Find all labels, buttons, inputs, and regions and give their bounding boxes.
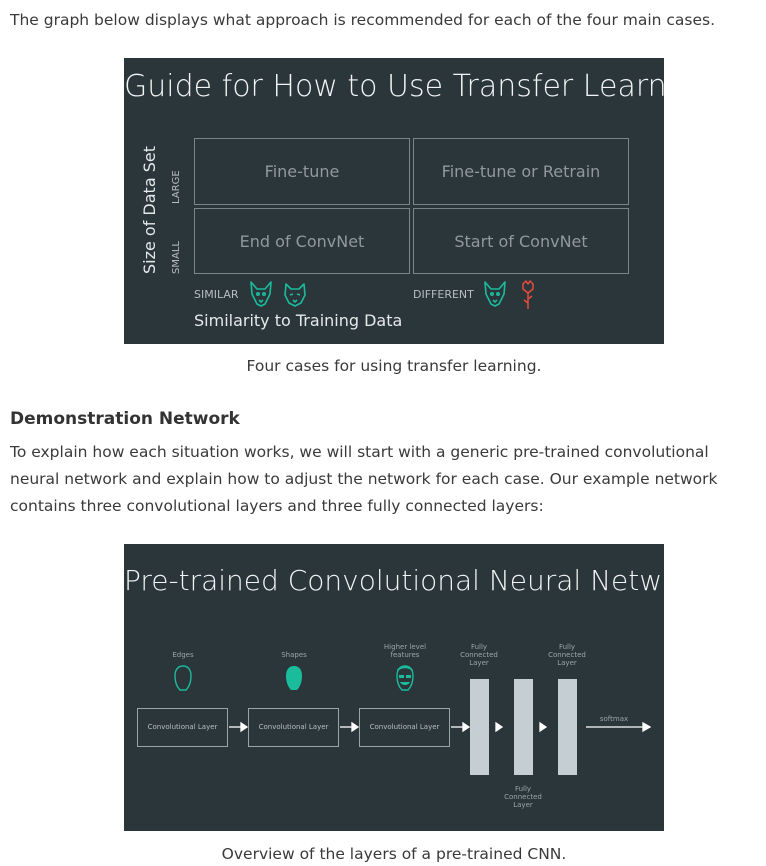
fc-label-1: Fully Connected Layer (460, 643, 498, 667)
fc-label-3: Fully Connected Layer (548, 643, 586, 667)
conv-layer-2: Convolutional Layer (248, 708, 339, 747)
cell-small-similar: End of ConvNet (194, 208, 410, 274)
figure-caption: Four cases for using transfer learning. (246, 357, 542, 375)
intro-paragraph: The graph below displays what approach i… (10, 11, 716, 29)
y-label-small: SMALL (171, 241, 182, 274)
feature-label-higher: Higher level features (383, 643, 427, 659)
wolf-icon (284, 283, 306, 307)
conv-layer-1: Convolutional Layer (137, 708, 228, 747)
rose-icon (522, 280, 534, 309)
figure-caption: Overview of the layers of a pre-trained … (221, 845, 567, 863)
figure-title: Pre-trained Convolutional Neural Network (124, 564, 664, 597)
fc-layer-3 (558, 679, 577, 775)
softmax-label: softmax (599, 715, 629, 723)
fc-layer-2 (514, 679, 533, 775)
y-label-large: LARGE (171, 170, 182, 204)
feature-label-shapes: Shapes (281, 651, 307, 659)
network-arrows (229, 721, 652, 733)
cnn-overview-figure: Pre-trained Convolutional Neural Network… (124, 544, 664, 831)
demo-paragraph: To explain how each situation works, we … (10, 443, 718, 515)
fc-layer-1 (470, 679, 489, 775)
transfer-learning-guide-figure: Guide for How to Use Transfer Learning S… (124, 58, 664, 344)
cell-large-different: Fine-tune or Retrain (413, 138, 629, 205)
cell-small-different: Start of ConvNet (413, 208, 629, 274)
head-filled-icon (286, 666, 302, 690)
conv-layer-3: Convolutional Layer (359, 708, 450, 747)
x-label-different: DIFFERENT (413, 288, 474, 301)
dog-icon (250, 281, 272, 307)
face-features-icon (396, 665, 414, 691)
x-label-similar: SIMILAR (194, 288, 239, 301)
x-axis-label: Similarity to Training Data (194, 311, 403, 330)
dog-icon (484, 281, 506, 307)
figure-title: Guide for How to Use Transfer Learning (124, 69, 664, 104)
feature-label-edges: Edges (172, 651, 194, 659)
fc-label-2: Fully Connected Layer (504, 785, 542, 809)
head-outline-icon (174, 665, 192, 691)
y-axis-label: Size of Data Set (140, 146, 159, 274)
cell-large-similar: Fine-tune (194, 138, 410, 205)
section-heading: Demonstration Network (10, 409, 240, 429)
